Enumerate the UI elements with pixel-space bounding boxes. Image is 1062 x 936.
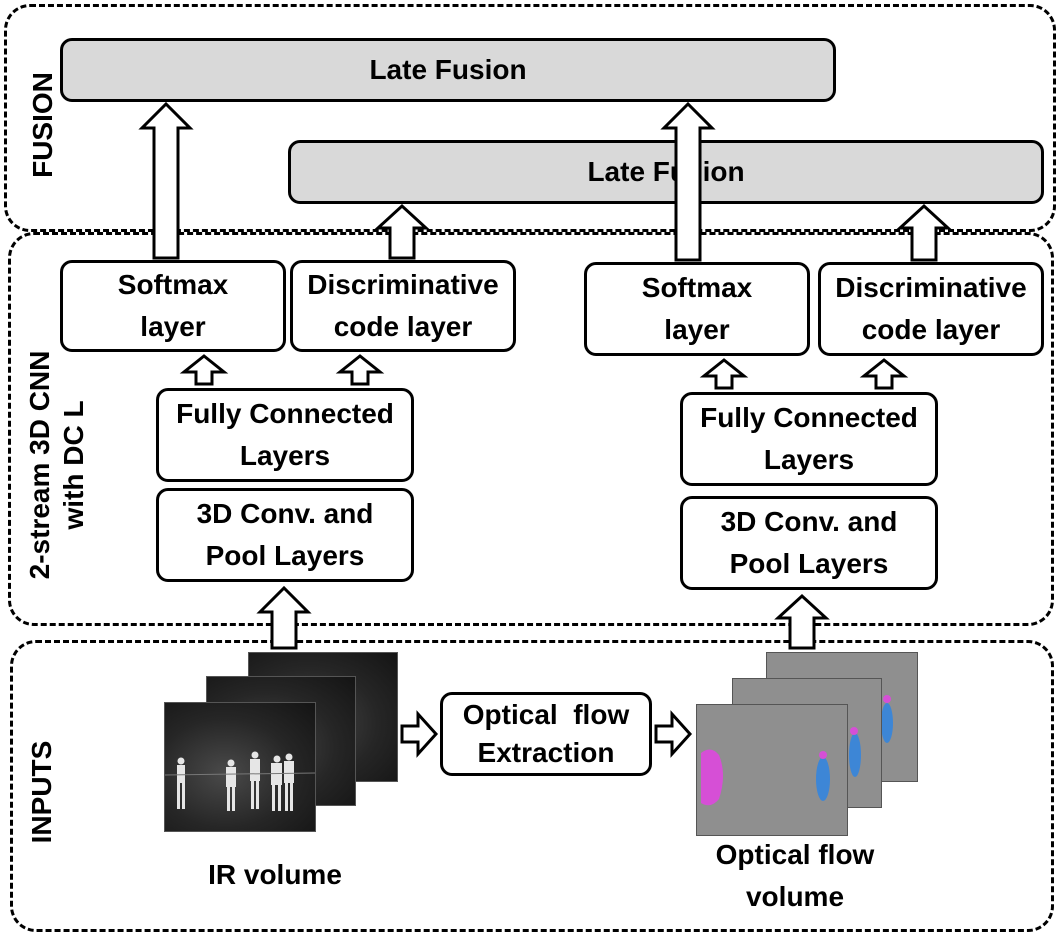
right-3d-conv-pool-box: 3D Conv. and Pool Layers [680, 496, 938, 590]
fusion-region [4, 4, 1056, 232]
left-fc-line1: Fully Connected [176, 398, 394, 429]
left-discriminative-line1: Discriminative [307, 269, 499, 300]
late-fusion-inner-label: Late Fusion [587, 156, 745, 187]
left-discriminative-code-layer-box: Discriminative code layer [290, 260, 516, 352]
optical-flow-volume-caption: Optical flow volume [690, 834, 900, 918]
of-caption-line1: Optical flow [715, 839, 875, 870]
late-fusion-inner-box: Late Fusion [288, 140, 1044, 204]
right-softmax-layer-box: Softmax layer [584, 262, 810, 356]
cnn-region [8, 232, 1054, 626]
arrow-ir-to-conv [256, 585, 312, 650]
right-softmax-line2: layer [664, 314, 730, 345]
arrow-left-fc-to-softmax [179, 354, 229, 386]
right-fc-line1: Fully Connected [700, 402, 918, 433]
right-conv-line2: Pool Layers [729, 548, 889, 579]
arrow-right-fc-to-softmax [699, 358, 749, 390]
of-caption-line2: volume [745, 881, 845, 912]
ir-people-silhouettes [164, 751, 316, 811]
left-softmax-layer-box: Softmax layer [60, 260, 286, 352]
right-conv-line1: 3D Conv. and [720, 506, 898, 537]
optical-flow-extraction-box: Optical flow Extraction [440, 692, 652, 776]
ir-frame-front [164, 702, 316, 832]
right-discriminative-code-layer-box: Discriminative code layer [818, 262, 1044, 356]
inputs-region [10, 640, 1054, 932]
right-fully-connected-layers-box: Fully Connected Layers [680, 392, 938, 486]
right-softmax-line1: Softmax [641, 272, 753, 303]
left-fc-line2: Layers [239, 440, 331, 471]
arrow-left-fc-to-discriminative [335, 354, 385, 386]
arrow-right-fc-to-discriminative [859, 358, 909, 390]
arrow-left-discriminative-to-fusion [374, 203, 430, 260]
late-fusion-top-box: Late Fusion [60, 38, 836, 102]
left-3d-conv-pool-box: 3D Conv. and Pool Layers [156, 488, 414, 582]
late-fusion-top-label: Late Fusion [369, 54, 527, 85]
left-softmax-line2: layer [140, 311, 206, 342]
arrow-ir-to-extraction [400, 710, 439, 758]
arrow-left-softmax-to-fusion [138, 101, 194, 260]
arrow-of-to-conv [774, 593, 830, 650]
left-conv-line2: Pool Layers [205, 540, 365, 571]
left-fully-connected-layers-box: Fully Connected Layers [156, 388, 414, 482]
right-discriminative-line2: code layer [861, 314, 1001, 345]
of-frame-front [696, 704, 848, 836]
of-extraction-line2: Extraction [477, 737, 615, 768]
right-fc-line2: Layers [763, 444, 855, 475]
of-extraction-line1: Optical flow [462, 699, 630, 730]
arrow-right-discriminative-to-fusion [896, 203, 952, 262]
left-softmax-line1: Softmax [117, 269, 229, 300]
arrow-right-softmax-to-fusion [660, 101, 716, 262]
left-discriminative-line2: code layer [333, 311, 473, 342]
right-discriminative-line1: Discriminative [835, 272, 1027, 303]
left-conv-line1: 3D Conv. and [196, 498, 374, 529]
ir-volume-caption: IR volume [208, 859, 342, 890]
arrow-extraction-to-of [654, 710, 693, 758]
